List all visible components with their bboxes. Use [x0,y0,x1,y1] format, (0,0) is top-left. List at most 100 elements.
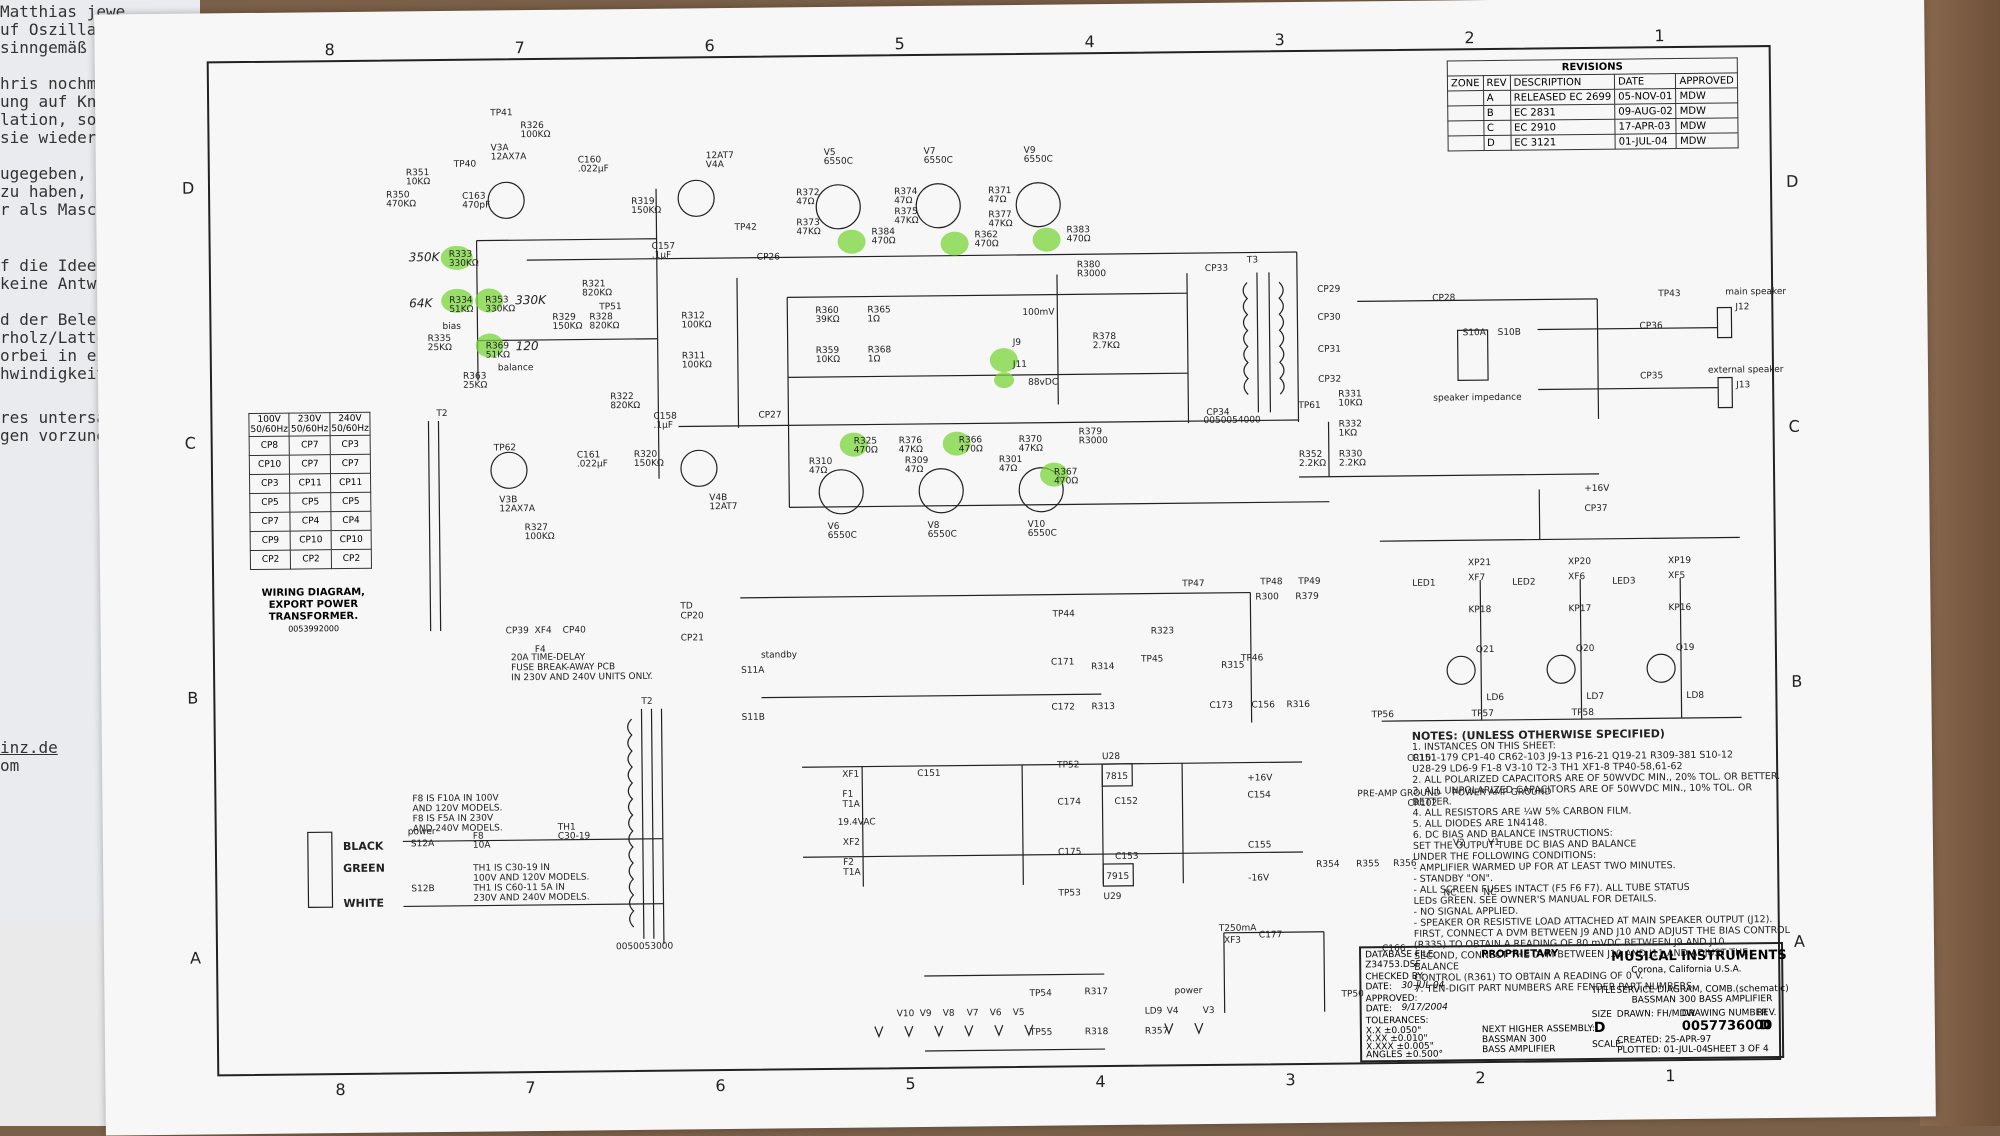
tp53-label: TP53 [1057,888,1080,898]
xf4-label: XF4 [535,626,552,636]
c175-label: C175 [1058,847,1082,857]
drawing-title-line-2: BASSMAN 300 BASS AMPLIFIER [1631,994,1773,1006]
r320-label: R320 [634,450,658,460]
tp61-label: TP61 [1297,401,1320,411]
r362-label: R362 [974,230,998,240]
c157-label: C157 [652,242,676,252]
cp27-label: CP27 [758,410,781,420]
xf5-label: XF5 [1668,571,1685,581]
r369-value: 51KΩ [486,350,510,360]
r325-label: R325 [854,436,878,446]
c177-label: C177 [1259,930,1283,940]
r374-value: 47Ω [894,196,913,206]
r365-label: R365 [867,305,891,315]
ld9-label: LD9 [1145,1006,1163,1016]
highlighter-marks [440,227,1069,487]
xp20-label: XP20 [1568,557,1591,567]
led2-label: LED2 [1512,578,1535,588]
tp54-label: TP54 [1028,989,1052,999]
poweramp-ground-label: POWER AMP GROUND [1452,787,1551,798]
r312-label: R312 [681,311,705,321]
rev-value: D [1759,1018,1771,1034]
j9-label: J9 [1012,338,1022,348]
v8-type: 6550C [928,530,957,540]
r323-label: R323 [1151,626,1175,636]
c151-label: C151 [917,769,941,779]
xf6-label: XF6 [1568,572,1585,582]
r301-value: 47Ω [999,464,1018,474]
external-speaker-label: external speaker [1708,365,1784,376]
r312-value: 100KΩ [681,320,711,330]
p16b-label: +16V [1584,484,1610,494]
f1-value: T1A [841,800,860,810]
r314-label: R314 [1091,662,1115,672]
tp52-label: TP52 [1056,760,1079,770]
r380-label: R380 [1077,260,1101,270]
plus16v-label: +16V [1247,773,1273,783]
c154-label: C154 [1247,790,1271,800]
r367-value: 470Ω [1054,476,1078,486]
v8-heater-label: V8 [943,1009,955,1019]
r371-value: 47Ω [988,195,1007,205]
r328-label: R328 [589,312,613,322]
tp44-label: TP44 [1051,609,1075,619]
kp18-label: KP18 [1468,605,1491,615]
r351-value: 10KΩ [406,177,430,187]
r350-value: 470KΩ [386,199,416,209]
v3-heater-label: V3 [1203,1006,1215,1016]
r360-value: 39KΩ [815,315,839,325]
cp37-label: CP37 [1584,504,1607,514]
c158-label: C158 [653,412,677,422]
r334-label: R334 [449,296,473,306]
green-wire-label: GREEN [343,862,385,875]
td-cp21-label: CP21 [681,633,704,643]
r331-label: R331 [1338,389,1362,399]
tp50-label: TP50 [1340,989,1364,999]
r370-label: R370 [1019,435,1043,445]
company-location: Corona, California U.S.A. [1631,964,1742,976]
v1-label: V1 [1488,838,1500,848]
f1-label: F1 [842,790,853,800]
v4b-label: V4B [709,493,727,503]
r334-value: 51KΩ [449,305,473,315]
tp55-label: TP55 [1029,1028,1052,1038]
cp32-label: CP32 [1318,375,1341,385]
v4a-label: V4A [706,160,725,170]
r321-value: 820KΩ [582,288,612,298]
handwritten-120: 120 [516,339,539,353]
xf7-label: XF7 [1468,573,1485,583]
sheet-number: SHEET 3 OF 4 [1707,1044,1769,1055]
r321-label: R321 [582,279,606,289]
r365-value: 1Ω [867,314,880,324]
r370-value: 47KΩ [1019,444,1043,454]
r316-label: R316 [1286,700,1310,710]
tp51-label: TP51 [598,302,621,312]
balance-label: balance [498,363,534,373]
r309-label: R309 [905,456,929,466]
r379b-label: R379 [1295,592,1319,602]
r371-label: R371 [988,186,1012,196]
td-cp20-label: CP20 [680,611,704,621]
r378-value: 2.7KΩ [1093,341,1120,351]
cp36-label: CP36 [1639,321,1663,331]
f8-note-line-4: AND 240V MODELS. [413,823,503,834]
j12-label: J12 [1734,302,1749,312]
r311-value: 100KΩ [682,360,712,370]
th1-value: C30-19 [558,831,591,841]
th1-label: TH1 [557,823,576,833]
cr101-label: CR101 [1407,754,1437,764]
black-wire-label: BLACK [343,840,384,853]
j11-label: J11 [1012,360,1027,370]
r356-label: R356 [1393,859,1417,869]
r330-value: 2.2KΩ [1339,458,1366,468]
cr102-label: CR102 [1407,799,1437,809]
cp33-label: CP33 [1205,264,1228,274]
f8-note-line-3: F8 IS F5A IN 230V [413,813,494,824]
ld8-label: LD8 [1686,691,1704,701]
q19-label: Q19 [1676,643,1695,653]
s10a-label: S10A [1463,328,1487,338]
r351-label: R351 [406,168,430,178]
v5-heater-label: V5 [1013,1008,1025,1018]
r352-label: R352 [1299,450,1323,460]
title-block: DATABASE FILE: Z34753.DSF CHECKED BY: DA… [1359,941,1789,1063]
